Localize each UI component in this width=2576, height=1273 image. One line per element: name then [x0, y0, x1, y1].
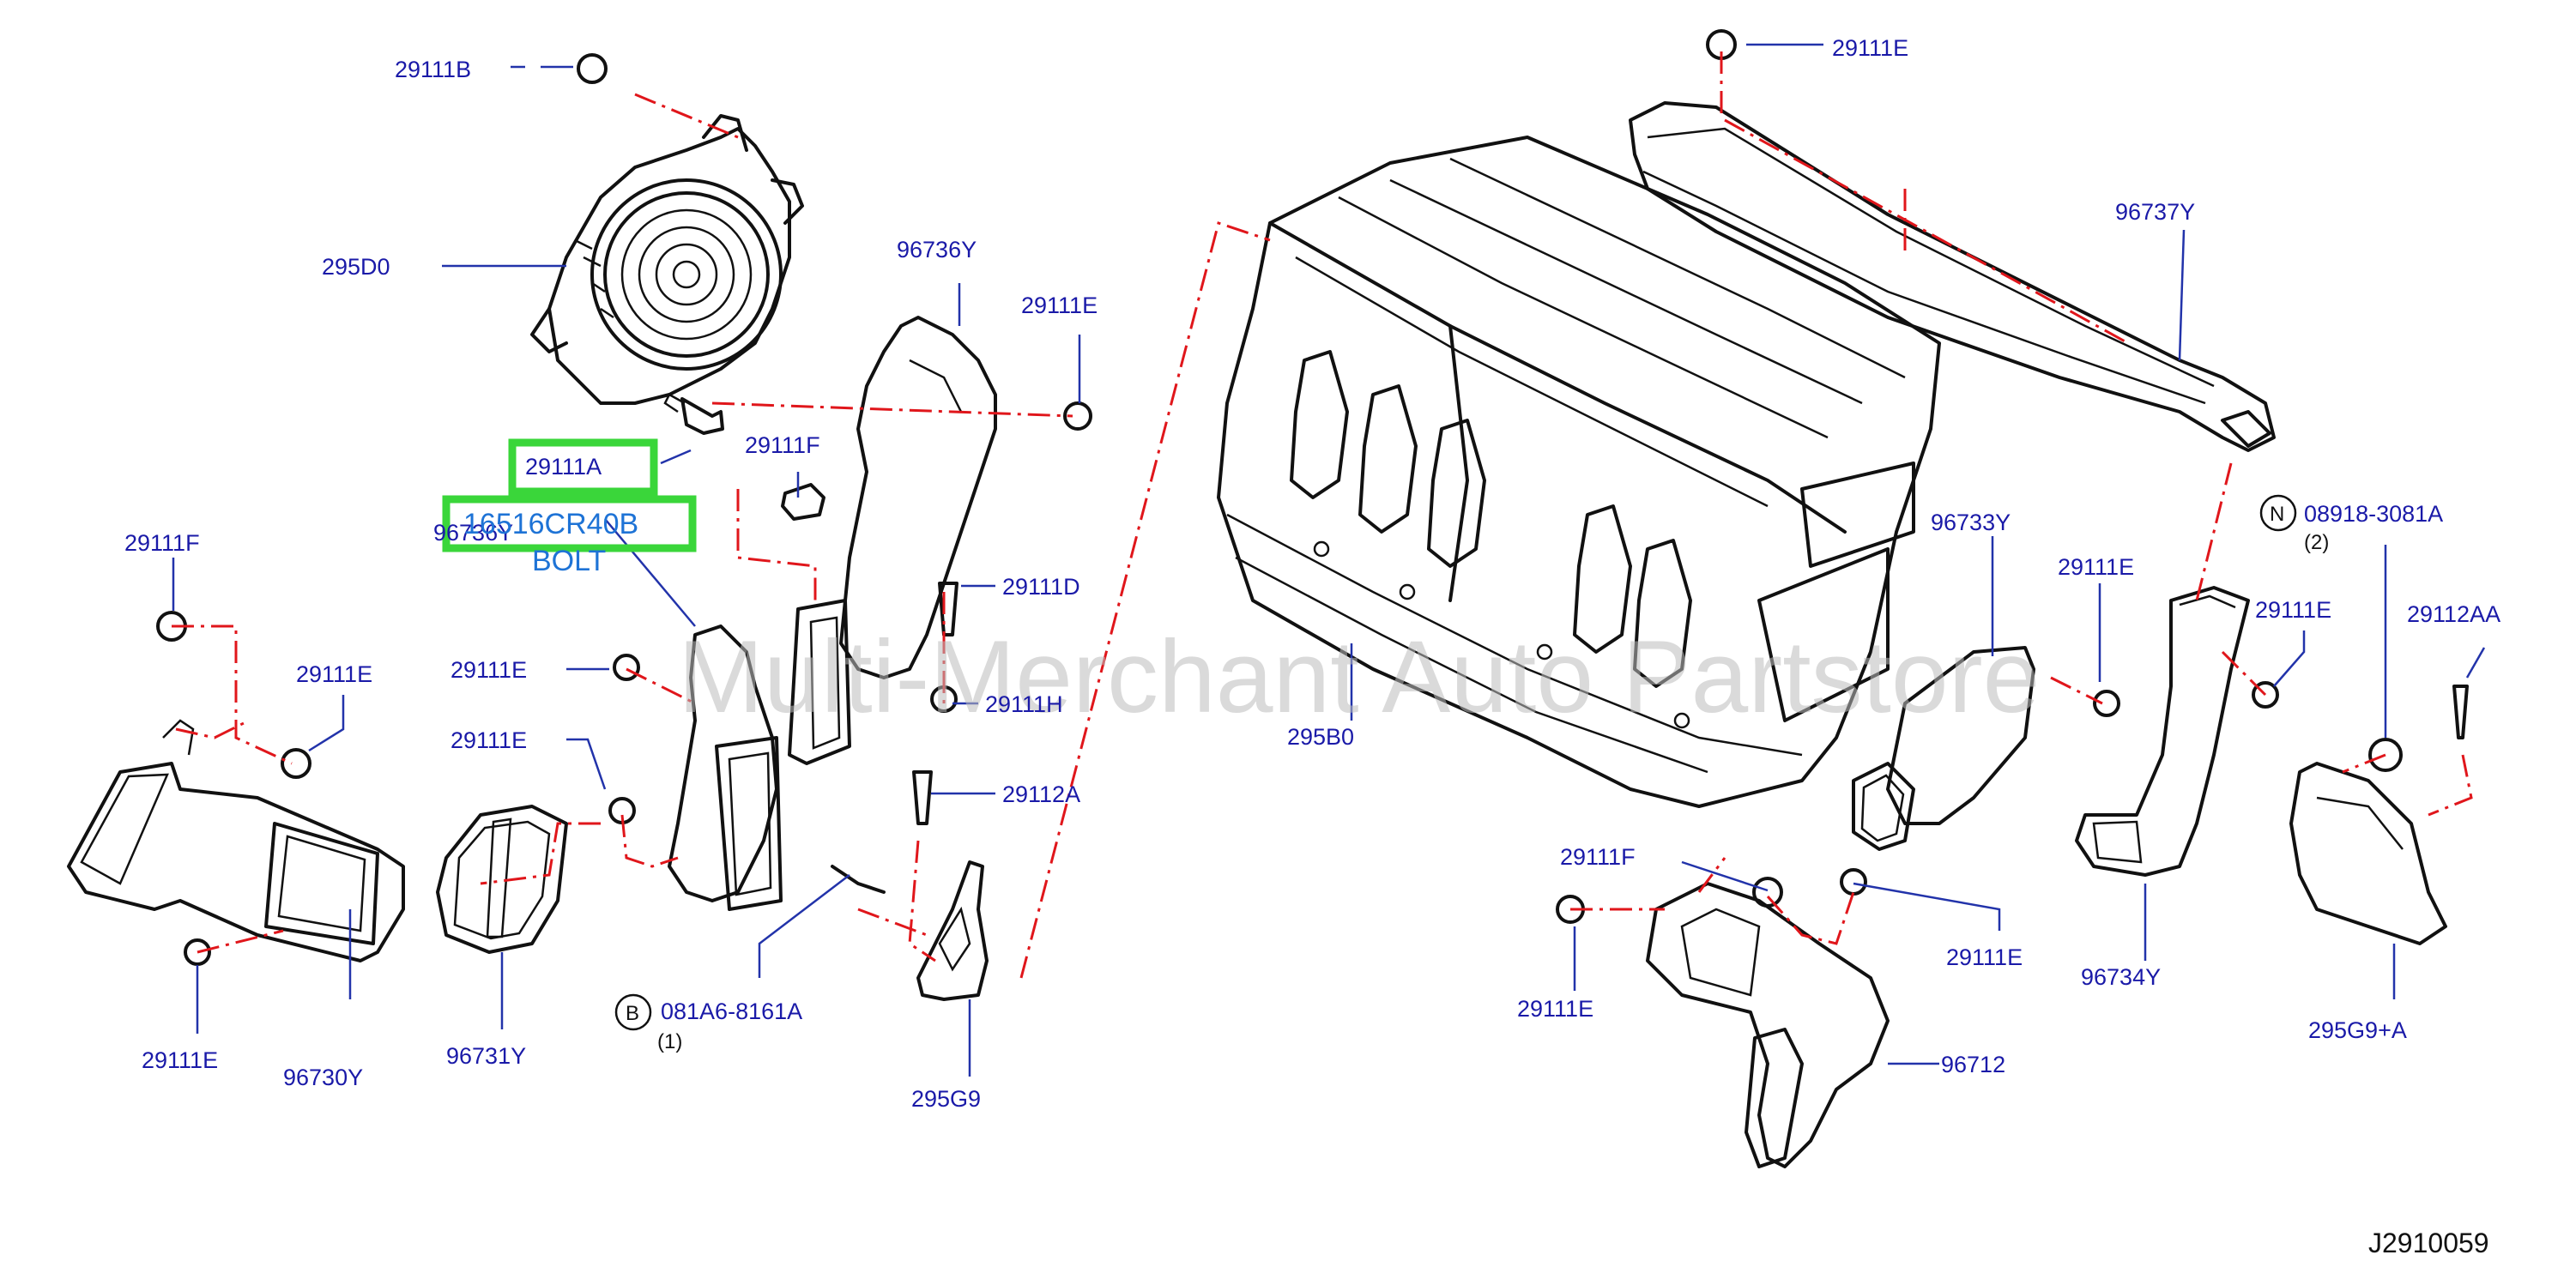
watermark: Multi-Merchant Auto Partstore: [678, 619, 2040, 734]
callout-29111F-mid[interactable]: 29111F: [745, 432, 820, 458]
callout-29112AA[interactable]: 29112AA: [2407, 601, 2500, 627]
callout-96733Y[interactable]: 96733Y: [1931, 510, 2011, 535]
callout-29111E-right2[interactable]: 29111E: [2255, 597, 2331, 623]
duct-96736Y-upper: [788, 316, 997, 765]
callout-295D0[interactable]: 295D0: [322, 254, 390, 280]
highlight-box-part-number: [442, 495, 697, 552]
callout-29111B[interactable]: 29111B: [395, 57, 471, 82]
callout-08918-3081A[interactable]: 08918-3081A: [2304, 501, 2443, 527]
callout-29111E-mid1[interactable]: 29111E: [450, 657, 527, 683]
callout-29111A[interactable]: 29111A: [525, 454, 602, 480]
bracket-295G9A: [2289, 762, 2447, 945]
duct-96737Y: [1629, 101, 2276, 452]
duct-96734Y: [2075, 586, 2250, 877]
callout-29111E-mid2[interactable]: 29111E: [450, 727, 527, 753]
callout-29111H[interactable]: 29111H: [985, 691, 1063, 717]
note-circle-B: [614, 993, 652, 1031]
callout-29111D[interactable]: 29111D: [1002, 574, 1080, 600]
callout-081A6-8161A[interactable]: 081A6-8161A: [661, 998, 802, 1024]
callout-295B0[interactable]: 295B0: [1287, 724, 1354, 750]
callout-08918-qty: (2): [2304, 531, 2329, 554]
callout-29111F-right[interactable]: 29111F: [1560, 844, 1636, 870]
note-letter-B: B: [626, 1002, 639, 1025]
duct-96712: [1646, 882, 1890, 1168]
callout-96734Y[interactable]: 96734Y: [2081, 964, 2161, 990]
duct-96736Y-lower: [668, 624, 783, 911]
bracket-295G9: [916, 860, 989, 1001]
note-circle-N: [2259, 494, 2297, 532]
battery-pack-295B0: [1217, 136, 1941, 808]
diagram-id: J2910059: [2368, 1228, 2489, 1258]
callout-29111E-left[interactable]: 29111E: [296, 661, 372, 687]
fan-assembly-295D0: [530, 114, 804, 405]
duct-96731Y: [436, 805, 568, 954]
callout-29111E-right3[interactable]: 29111E: [1946, 944, 2023, 970]
callout-081A6-qty: (1): [657, 1030, 682, 1053]
highlight-box-29111A: [508, 438, 658, 496]
highlight-description: BOLT: [532, 545, 606, 577]
callout-96730Y[interactable]: 96730Y: [283, 1065, 363, 1090]
note-letter-N: N: [2270, 503, 2284, 526]
callout-29111E-top[interactable]: 29111E: [1832, 35, 1908, 61]
callout-29111E-a[interactable]: 29111E: [1021, 293, 1098, 318]
callout-29111E-right1[interactable]: 29111E: [2058, 554, 2134, 580]
clip-29111F-mid: [781, 483, 825, 521]
callout-96736Y-upper[interactable]: 96736Y: [897, 237, 977, 262]
callout-96712[interactable]: 96712: [1941, 1052, 2005, 1077]
callout-295G9[interactable]: 295G9: [911, 1086, 981, 1112]
callout-labels: 29111B 295D0 29111A 96736Y 16516CR40B BO…: [124, 35, 2500, 1112]
callout-295G9A[interactable]: 295G9+A: [2308, 1017, 2407, 1043]
duct-96733Y: [1852, 646, 2035, 851]
callout-29111E-right4[interactable]: 29111E: [1517, 996, 1593, 1022]
leader-lines: [172, 43, 2486, 1077]
callout-96731Y[interactable]: 96731Y: [446, 1043, 526, 1069]
callout-96737Y[interactable]: 96737Y: [2115, 199, 2195, 225]
bolt-29111A: [663, 393, 724, 435]
phantom-lines: [172, 51, 2473, 979]
highlight-part-number[interactable]: 16516CR40B: [463, 508, 638, 540]
callout-29112A[interactable]: 29112A: [1002, 781, 1080, 807]
fasteners: [156, 29, 2469, 966]
duct-96730Y: [67, 719, 405, 962]
callout-29111E-bottom[interactable]: 29111E: [142, 1047, 218, 1073]
callout-29111F-left[interactable]: 29111F: [124, 530, 200, 556]
callout-96736Y-lower[interactable]: 96736Y: [433, 520, 513, 546]
